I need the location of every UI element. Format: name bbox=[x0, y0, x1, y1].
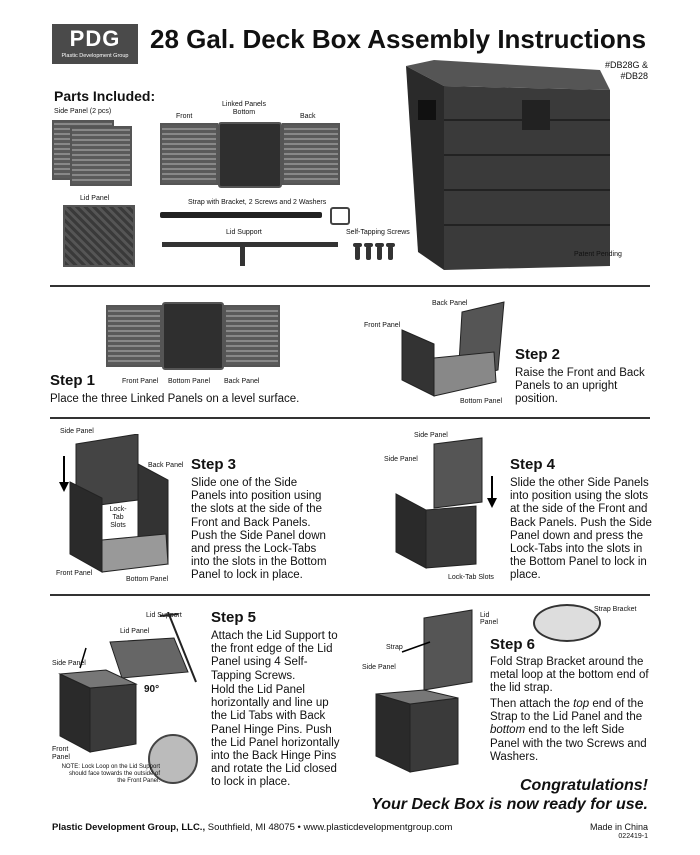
divider bbox=[50, 285, 650, 287]
step1-front-label: Front Panel bbox=[122, 378, 159, 385]
divider bbox=[50, 417, 650, 419]
footer-city: Southfield, MI 48075 bbox=[205, 822, 295, 833]
back-label: Back bbox=[300, 113, 316, 120]
side-panel-image-2 bbox=[70, 126, 132, 186]
congratulations-text: Congratulations! Your Deck Box is now re… bbox=[371, 776, 648, 814]
screws-label: Self-Tapping Screws bbox=[346, 229, 410, 236]
footer-info: Plastic Development Group, LLC., Southfi… bbox=[52, 822, 452, 833]
step5-front-label: Front Panel bbox=[52, 746, 70, 761]
step5-image bbox=[56, 611, 206, 762]
footer-website: • www.plasticdevelopmentgroup.com bbox=[294, 822, 453, 833]
lid-panel-image bbox=[63, 205, 135, 267]
linked-back-panel-image bbox=[282, 123, 340, 185]
step6-bracket-label: Strap Bracket bbox=[594, 606, 637, 613]
lid-support-stem bbox=[240, 246, 245, 266]
step6-image bbox=[372, 608, 480, 776]
strap-bracket-image bbox=[330, 207, 350, 225]
step3-image bbox=[56, 433, 180, 576]
step1-text: Place the three Linked Panels on a level… bbox=[50, 393, 300, 405]
step4-side2-label: Side Panel bbox=[384, 456, 418, 463]
step1-heading: Step 1 bbox=[50, 372, 96, 389]
step3-front-label: Front Panel bbox=[56, 570, 93, 577]
step6-strap-label: Strap bbox=[386, 644, 403, 651]
linked-front-panel-image bbox=[160, 123, 218, 185]
step6-text-1: Fold Strap Bracket around the metal loop… bbox=[490, 656, 649, 695]
step4-side1-label: Side Panel bbox=[414, 432, 448, 439]
front-label: Front bbox=[176, 113, 193, 120]
pdg-logo: PDG Plastic Development Group bbox=[52, 24, 138, 64]
model-numbers: #DB28G & #DB28 bbox=[605, 60, 648, 82]
page-title: 28 Gal. Deck Box Assembly Instructions bbox=[150, 24, 647, 54]
step3-text: Slide one of the Side Panels into positi… bbox=[191, 477, 327, 582]
step4-lock-label: Lock-Tab Slots bbox=[448, 574, 494, 581]
made-in-label: Made in China bbox=[589, 822, 648, 832]
step2-back-label: Back Panel bbox=[432, 300, 468, 307]
logo-subtext: Plastic Development Group bbox=[61, 53, 129, 59]
linked-panels-label: Linked Panels Bottom bbox=[222, 101, 266, 117]
step4-image bbox=[392, 436, 504, 572]
step4-heading: Step 4 bbox=[510, 456, 556, 473]
step5-side-label: Side Panel bbox=[52, 660, 86, 667]
lid-support-label: Lid Support bbox=[226, 229, 262, 236]
logo-text: PDG bbox=[69, 26, 121, 51]
lid-panel-label: Lid Panel bbox=[80, 195, 110, 202]
step5-heading: Step 5 bbox=[211, 609, 257, 626]
step2-image bbox=[398, 300, 508, 400]
lid-support-image bbox=[162, 242, 338, 247]
step6-text-2: Then attach the top end of the Strap to … bbox=[490, 698, 647, 763]
step6-bracket-detail bbox=[533, 604, 601, 642]
footer-right: Made in China 022419-1 bbox=[590, 822, 648, 842]
screw-icon bbox=[353, 243, 362, 260]
step1-front-panel-image bbox=[106, 305, 162, 367]
step3-lock-label: Lock-Tab Slots bbox=[109, 506, 127, 529]
side-panel-label: Side Panel (2 pcs) bbox=[54, 108, 112, 115]
step6-side-label: Side Panel bbox=[362, 664, 396, 671]
strap-image bbox=[160, 212, 322, 218]
step6-lid-label: Lid Panel bbox=[480, 612, 498, 626]
document-code: 022419-1 bbox=[618, 833, 648, 840]
step5-lid-panel-label: Lid Panel bbox=[120, 628, 150, 635]
divider bbox=[50, 594, 650, 596]
step5-note: NOTE: Lock Loop on the Lid Support shoul… bbox=[61, 764, 160, 784]
step1-back-panel-image bbox=[224, 305, 280, 367]
screw-icon bbox=[364, 243, 373, 260]
congrats-line-2: Your Deck Box is now ready for use. bbox=[371, 796, 648, 813]
strap-label: Strap with Bracket, 2 Screws and 2 Washe… bbox=[188, 199, 327, 206]
step1-back-label: Back Panel bbox=[224, 378, 260, 385]
step2-front-label: Front Panel bbox=[364, 322, 401, 329]
step3-back-label: Back Panel bbox=[148, 462, 184, 469]
screw-icon bbox=[386, 243, 395, 260]
model-line-2: #DB28 bbox=[620, 71, 648, 81]
step1-bottom-panel-image bbox=[162, 302, 224, 370]
step4-text: Slide the other Side Panels into positio… bbox=[510, 477, 652, 582]
step1-bottom-label: Bottom Panel bbox=[168, 378, 211, 385]
linked-bottom-text: Bottom bbox=[232, 109, 256, 116]
step5-text-1: Attach the Lid Support to the front edge… bbox=[211, 630, 338, 682]
assembled-deck-box-image bbox=[404, 60, 614, 272]
step2-bottom-label: Bottom Panel bbox=[460, 398, 503, 405]
footer-company: Plastic Development Group, LLC., bbox=[52, 822, 206, 833]
screw-icon bbox=[375, 243, 384, 260]
linked-bottom-panel-image bbox=[218, 122, 282, 188]
step5-detail-circle bbox=[148, 734, 198, 784]
patent-label: Patent Pending bbox=[574, 251, 622, 258]
step5-text-2: Hold the Lid Panel horizontally and line… bbox=[211, 684, 340, 789]
step2-heading: Step 2 bbox=[515, 346, 561, 363]
congrats-line-1: Congratulations! bbox=[520, 777, 648, 794]
parts-heading: Parts Included: bbox=[54, 88, 156, 104]
step3-heading: Step 3 bbox=[191, 456, 237, 473]
step3-bottom-label: Bottom Panel bbox=[126, 576, 169, 583]
step2-text: Raise the Front and Back Panels to an up… bbox=[515, 367, 645, 406]
linked-panels-text: Linked Panels bbox=[222, 101, 266, 108]
model-line-1: #DB28G & bbox=[604, 60, 648, 70]
step5-angle-label: 90° bbox=[144, 684, 160, 695]
step6-heading: Step 6 bbox=[490, 636, 536, 653]
step3-side-label: Side Panel bbox=[60, 428, 94, 435]
